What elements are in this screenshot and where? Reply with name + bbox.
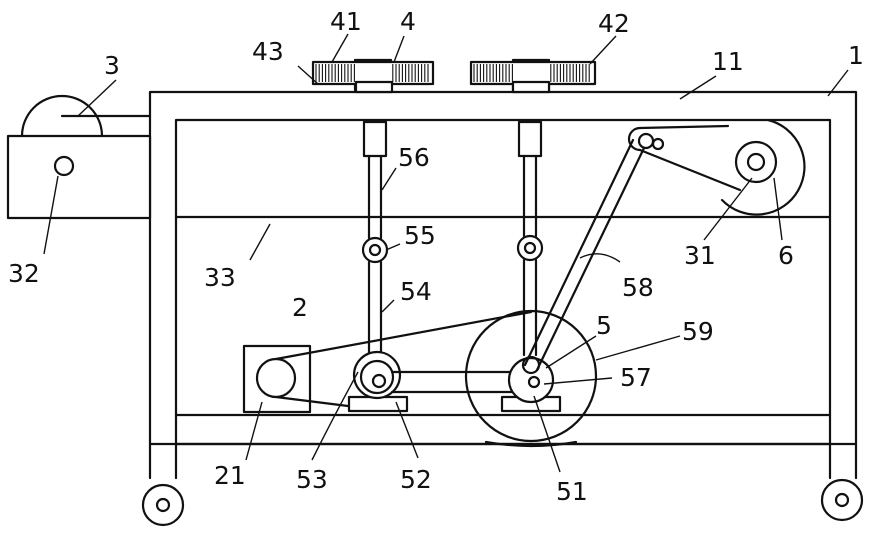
- label-1: 1: [848, 41, 864, 70]
- label-53: 53: [296, 465, 328, 494]
- gear-assembly-right: [471, 60, 595, 92]
- motor: [244, 346, 310, 412]
- label-2: 2: [292, 293, 308, 322]
- label-57: 57: [620, 363, 652, 392]
- label-32: 32: [8, 259, 40, 288]
- label-31: 31: [684, 241, 716, 270]
- long-link: [525, 140, 645, 370]
- label-5: 5: [596, 311, 612, 340]
- drive-belt: [276, 312, 531, 410]
- label-21: 21: [214, 461, 246, 490]
- label-58: 58: [622, 273, 654, 302]
- label-33: 33: [204, 263, 236, 292]
- label-42: 42: [598, 9, 630, 38]
- roller-arm: [629, 120, 804, 215]
- connecting-rod: [392, 372, 525, 392]
- label-54: 54: [400, 277, 432, 306]
- label-11: 11: [712, 47, 744, 76]
- gear-assembly-left: [313, 60, 433, 92]
- label-43: 43: [252, 37, 284, 66]
- reference-numerals: 1 11 3 32 33 41 4 42 43 56 55 54 58 5 59…: [8, 7, 864, 506]
- label-52: 52: [400, 465, 432, 494]
- label-56: 56: [398, 143, 430, 172]
- cylinder-right: [518, 122, 542, 355]
- wheel-left: [143, 485, 183, 525]
- label-4: 4: [400, 7, 416, 36]
- label-55: 55: [404, 221, 436, 250]
- bearing-block-left: [349, 352, 407, 411]
- label-51: 51: [556, 477, 588, 506]
- label-6: 6: [778, 241, 794, 270]
- label-59: 59: [682, 317, 714, 346]
- wheel-right: [822, 480, 862, 520]
- leader-lines: [44, 34, 848, 472]
- cylinder-left: [363, 122, 387, 355]
- label-41: 41: [330, 7, 362, 36]
- label-3: 3: [104, 51, 120, 80]
